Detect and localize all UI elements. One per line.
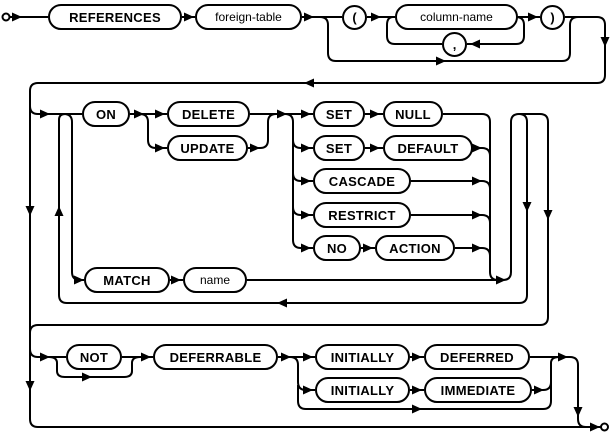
node-set-keyword-2: SET (313, 135, 365, 161)
node-initially-keyword-1: INITIALLY (315, 344, 410, 370)
node-references-keyword: REFERENCES (48, 4, 182, 30)
node-deferrable-keyword: DEFERRABLE (153, 344, 278, 370)
node-right-paren: ) (540, 5, 565, 30)
node-match-keyword: MATCH (84, 267, 170, 293)
node-name: name (183, 267, 247, 293)
node-update-keyword: UPDATE (167, 135, 248, 161)
node-left-paren: ( (342, 5, 367, 30)
node-action-keyword: ACTION (375, 235, 455, 261)
node-initially-keyword-2: INITIALLY (315, 377, 410, 403)
node-null-keyword: NULL (383, 101, 443, 127)
node-deferred-keyword: DEFERRED (424, 344, 530, 370)
start-terminal-icon (1, 12, 11, 22)
node-restrict-keyword: RESTRICT (313, 202, 411, 228)
node-default-keyword: DEFAULT (383, 135, 473, 161)
node-comma: , (442, 32, 467, 57)
end-terminal-icon (600, 422, 609, 432)
node-cascade-keyword: CASCADE (313, 168, 411, 194)
node-set-keyword-1: SET (313, 101, 365, 127)
node-no-keyword: NO (313, 235, 361, 261)
node-on-keyword: ON (82, 101, 130, 127)
node-not-keyword: NOT (66, 344, 122, 370)
node-immediate-keyword: IMMEDIATE (424, 377, 532, 403)
node-foreign-table: foreign-table (195, 4, 302, 30)
node-column-name: column-name (395, 4, 518, 30)
node-delete-keyword: DELETE (167, 101, 250, 127)
arrowhead-icons (12, 12, 610, 432)
